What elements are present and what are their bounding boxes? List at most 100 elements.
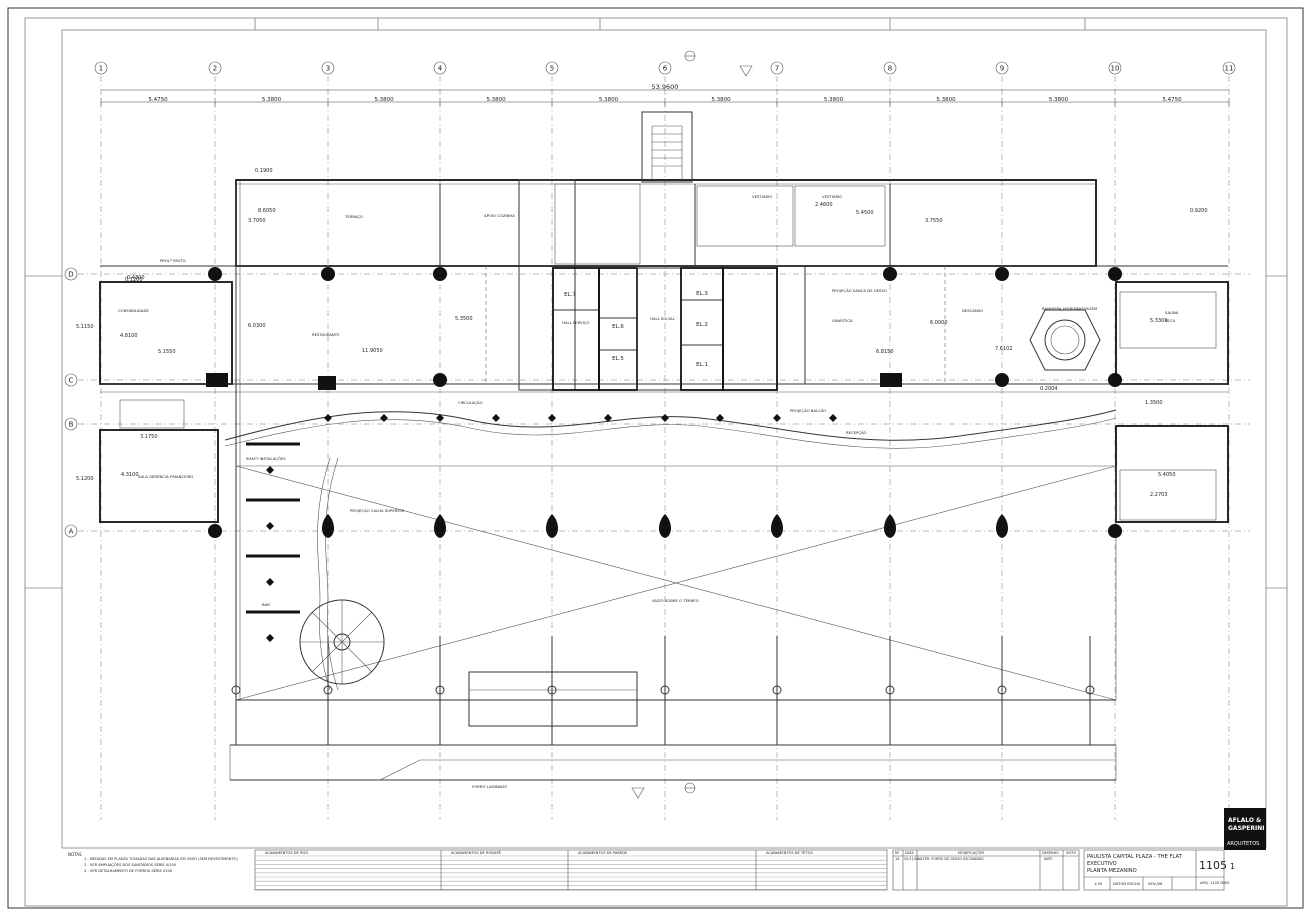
span-dimension: 5.3800 [936, 97, 956, 103]
void-diagonals [235, 465, 1117, 701]
spot-dimension: 5.4050 [1158, 472, 1176, 478]
room-label: APOIO COZINHA [484, 213, 515, 218]
spot-dimension: 4.3100 [121, 472, 139, 478]
title-block: PAULISTA CAPITAL PLAZA - THE FLAT EXECUT… [1083, 808, 1266, 891]
revision-number: 1 [1230, 862, 1235, 871]
grid-bubble [64, 524, 78, 538]
ground-post [435, 685, 445, 695]
structural-column [880, 373, 902, 387]
span-dimension: 5.4750 [148, 97, 168, 103]
room-label: HALL SERVIÇO [562, 320, 590, 325]
structural-column [206, 373, 228, 387]
ground-post [231, 685, 241, 695]
room-label: GINÁSTICA [832, 318, 853, 323]
spot-dimensions: 0.12000.19000.43000.92005.11504.81005.15… [76, 168, 1208, 498]
span-dimension: 5.3800 [486, 97, 506, 103]
bar-marker [266, 578, 274, 586]
grid-bubble [770, 61, 784, 75]
legend-title: ACABAMENTOS DE RODAPÉ [451, 850, 502, 855]
project-name: PAULISTA CAPITAL PLAZA - THE FLAT [1087, 854, 1183, 860]
structural-column [883, 267, 897, 281]
spot-dimension: 5.4500 [856, 210, 874, 216]
elevator-label: EL.3 [696, 291, 708, 297]
elevator-label: EL.5 [612, 356, 624, 362]
spot-dimension: 3.1750 [140, 434, 158, 440]
room-label: VAZIO SOBRE O TÉRREO [652, 598, 699, 603]
balcony-curve [224, 409, 1117, 691]
spot-dimension: 0.9200 [1190, 208, 1208, 214]
elevator-label: EL.1 [696, 362, 708, 368]
ground-post [1085, 685, 1095, 695]
room-label: CONTABILIDADE [118, 308, 149, 313]
grid-bubble [94, 61, 108, 75]
grid-bubble [208, 61, 222, 75]
balcony-marker [492, 414, 500, 422]
spot-dimension: 11.9050 [362, 348, 383, 354]
grid-label: 3 [326, 65, 330, 73]
balcony-marker [829, 414, 837, 422]
spot-dimension: 2.4600 [815, 202, 833, 208]
grid-label: 1 [99, 65, 103, 73]
revision-header: VISTO [1066, 851, 1077, 855]
grid-label: 2 [213, 65, 217, 73]
spot-dimension: 6.8150 [876, 349, 894, 355]
room-label: RESTAURANTE [312, 332, 340, 337]
room-label: PROJEÇÃO CALHA SUPERIOR [350, 508, 404, 513]
note-item: 2 - VER AMPLIAÇÕES DOS SANITÁRIOS SÉRIE … [84, 862, 177, 867]
spot-dimension: 5.1200 [76, 476, 94, 482]
span-dimension: 5.3800 [824, 97, 844, 103]
structural-column [318, 376, 336, 390]
notes-block: NOTAS 1 - MEDIDAS EM PLANTA TOMADAS NAS … [68, 852, 238, 873]
balcony-diamonds [246, 414, 837, 642]
file-code: ARQ. 1105 DWG [1200, 881, 1230, 885]
note-item: 1 - MEDIDAS EM PLANTA TOMADAS NAS ALVENA… [84, 857, 238, 861]
spot-dimension: 0.4300 [127, 275, 145, 281]
firm-name-line1: AFLALO & [1228, 817, 1261, 824]
inner-border [24, 17, 1288, 907]
room-label: SHAFT INSTALAÇÕES [246, 456, 286, 461]
grid-bubble [1222, 61, 1236, 75]
room-label: SAUNA [1165, 310, 1179, 315]
spot-dimension: 2.2703 [1150, 492, 1168, 498]
legend-title: ACABAMENTOS DE PAREDE [578, 851, 628, 855]
grid-label: B [69, 421, 74, 429]
grid-bubble [658, 61, 672, 75]
canopy-pillars [322, 514, 1008, 538]
revision-header: DATA [905, 851, 914, 855]
drawing-title: PLANTA MEZANINO [1087, 868, 1137, 874]
finish-legend-tables: ACABAMENTOS DE PISO ACABAMENTOS DE RODAP… [254, 849, 888, 891]
spot-dimension: 0.2004 [1040, 386, 1058, 392]
sheet-number: 1105 [1199, 859, 1227, 872]
ground-posts [231, 636, 1095, 745]
grid-label: C [69, 377, 74, 385]
border-ticks [25, 18, 1287, 589]
structural-column [433, 373, 447, 387]
revision-cell: 1A [895, 857, 900, 861]
room-label: FORRO LAMINADO [472, 784, 507, 789]
room-label: CIRCULAÇÃO [458, 400, 483, 405]
room-label: PROJEÇÃO SANCA DE GESSO [832, 288, 887, 293]
span-dimension: 5.3800 [374, 97, 394, 103]
span-dimension: 5.3800 [599, 97, 619, 103]
canopy-pillar [434, 514, 446, 538]
balcony-marker [604, 414, 612, 422]
room-label: PROJ.º PAVTO. [160, 258, 187, 263]
structural-column [433, 267, 447, 281]
grid-bubble [64, 417, 78, 431]
ground-post [323, 685, 333, 695]
grid-bubble [433, 61, 447, 75]
room-label: RECEPÇÃO [846, 430, 867, 435]
room-label: DESCANSO [962, 308, 983, 313]
grid-bubble [64, 373, 78, 387]
ground-post [772, 685, 782, 695]
room-label: BANHEIRA HIDROMASSAGEM [1042, 306, 1097, 311]
balcony-marker [324, 414, 332, 422]
project-phase: EXECUTIVO [1087, 861, 1117, 867]
span-dimension: 5.3800 [262, 97, 282, 103]
grid-label: 8 [888, 65, 892, 73]
balcony-marker [716, 414, 724, 422]
grid-label: 7 [775, 65, 779, 73]
room-labels: TERRAÇO APOIO COZINHA CONTABILIDADE SALA… [118, 194, 1179, 789]
bar-marker [266, 634, 274, 642]
